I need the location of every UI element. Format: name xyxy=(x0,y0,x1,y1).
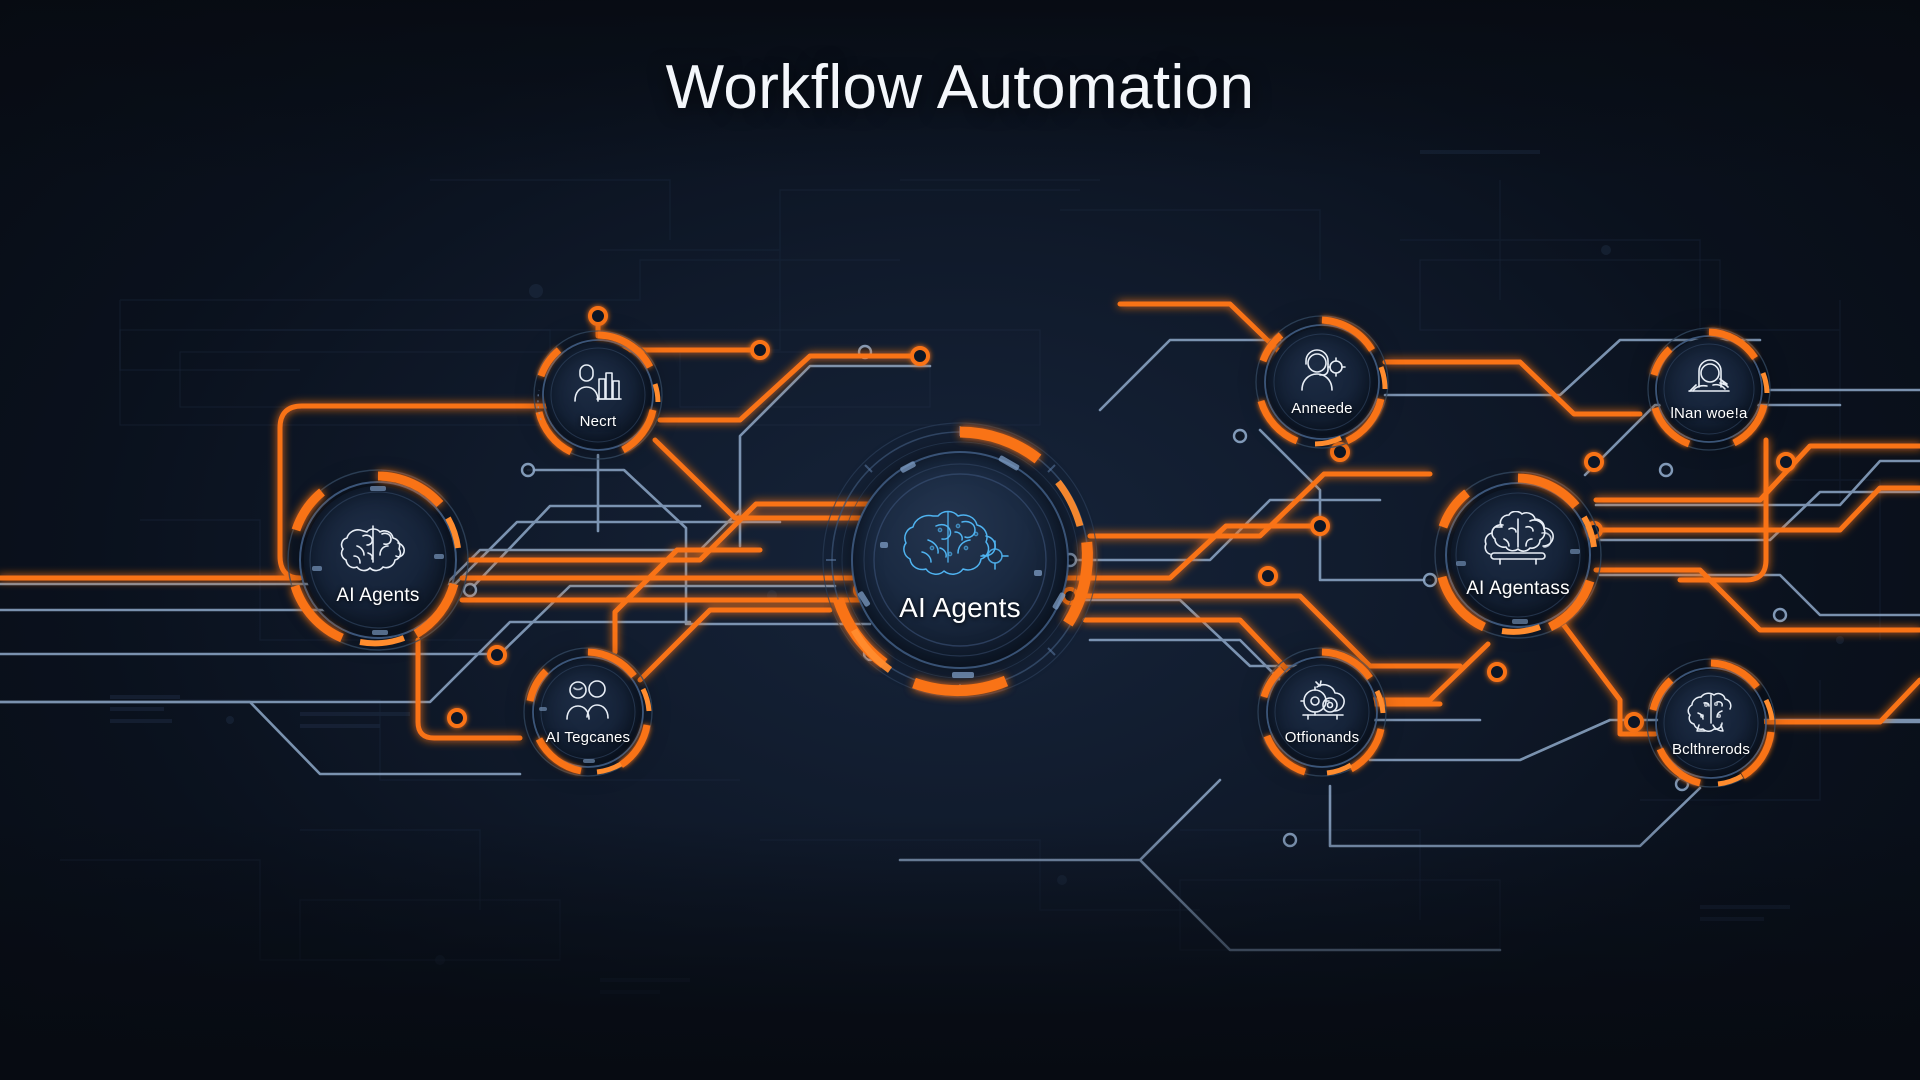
node-ring xyxy=(533,330,663,460)
node-ring xyxy=(1257,647,1387,777)
page-title: Workflow Automation xyxy=(665,53,1255,122)
node-ring xyxy=(1647,327,1771,451)
node-right-main-ai-agentass[interactable]: AI Agentass xyxy=(1432,469,1604,641)
node-ring xyxy=(1255,315,1389,449)
node-bottom-left-ai-tegcanes[interactable]: AI Tegcanes xyxy=(521,645,655,779)
node-ring xyxy=(287,469,469,651)
node-ring-hud xyxy=(822,422,1098,698)
node-bottom-mid-right-otfionands[interactable]: Otfionands xyxy=(1255,645,1389,779)
node-ring xyxy=(1434,471,1602,639)
node-ring xyxy=(523,647,653,777)
node-top-left-necrt[interactable]: Necrt xyxy=(531,328,665,462)
node-top-far-right-lnan-woela[interactable]: lNan woe!a xyxy=(1645,325,1773,453)
node-center-ai-agents[interactable]: AI Agents xyxy=(820,420,1100,700)
node-ring xyxy=(1646,658,1776,788)
node-left-main-ai-agents[interactable]: AI Agents xyxy=(284,466,472,654)
node-bottom-far-right-bclthrerods[interactable]: Bclthrerods xyxy=(1644,656,1778,790)
node-top-mid-right-anneede[interactable]: Anneede xyxy=(1253,313,1391,451)
